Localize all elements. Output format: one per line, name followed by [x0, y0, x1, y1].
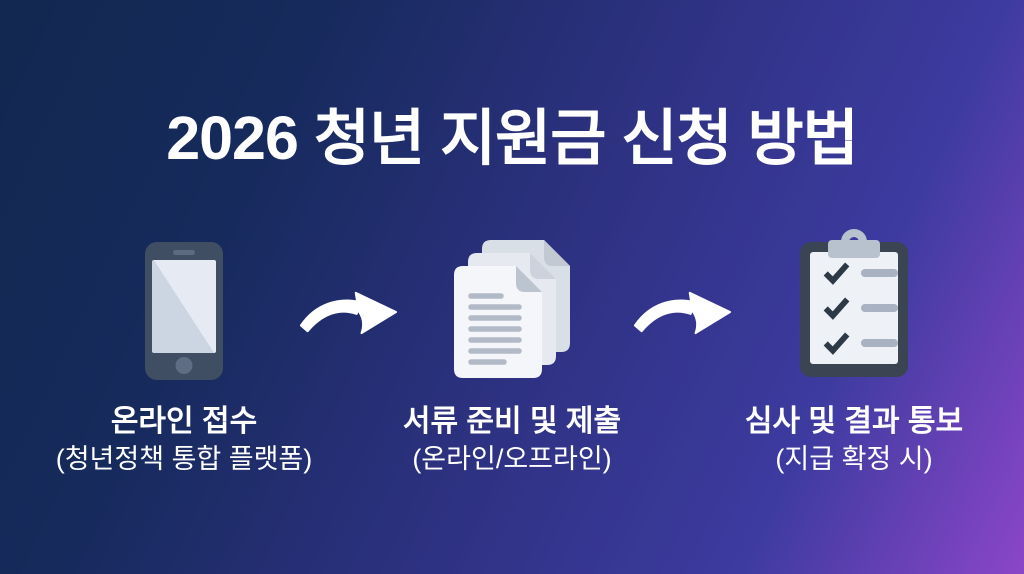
step-3-label: 심사 및 결과 통보 [744, 405, 964, 438]
step-2-label: 서류 준비 및 제출 [402, 405, 622, 438]
documents-icon [454, 240, 570, 378]
checkmark-icon [823, 262, 850, 285]
checklist-line [860, 269, 898, 277]
clipboard-clip [828, 240, 880, 258]
step-2-icon-box [352, 220, 672, 380]
clipboard-checklist-icon [799, 229, 909, 377]
checkmark-icon [823, 297, 850, 320]
checklist-row [823, 330, 898, 356]
step-3-sublabel: (지급 확정 시) [775, 444, 933, 474]
checklist-line [860, 339, 898, 347]
phone-speaker [173, 250, 195, 255]
clipboard-paper [810, 252, 898, 364]
page-title: 2026 청년 지원금 신청 방법 [166, 104, 859, 172]
smartphone-icon [145, 242, 223, 380]
document-page-front [454, 266, 542, 378]
checklist-row [823, 260, 898, 286]
document-text-lines [468, 293, 522, 365]
step-online-application: 온라인 접수 (청년정책 통합 플랫폼) [24, 220, 344, 476]
step-3-icon-box [694, 220, 1014, 380]
checkmark-icon [823, 332, 850, 355]
step-document-submission: 서류 준비 및 제출 (온라인/오프라인) [352, 220, 672, 476]
step-1-icon-box [24, 220, 344, 380]
step-2-sublabel: (온라인/오프라인) [412, 444, 612, 474]
step-1-label: 온라인 접수 [110, 405, 258, 438]
step-review-notification: 심사 및 결과 통보 (지급 확정 시) [694, 220, 1014, 476]
phone-home-button [175, 357, 193, 374]
checklist-row [823, 295, 898, 321]
checklist-line [860, 304, 898, 312]
step-1-sublabel: (청년정책 통합 플랫폼) [55, 444, 313, 474]
curved-right-arrow-icon [298, 288, 398, 336]
phone-screen [152, 260, 216, 353]
curved-right-arrow-icon [632, 288, 732, 336]
